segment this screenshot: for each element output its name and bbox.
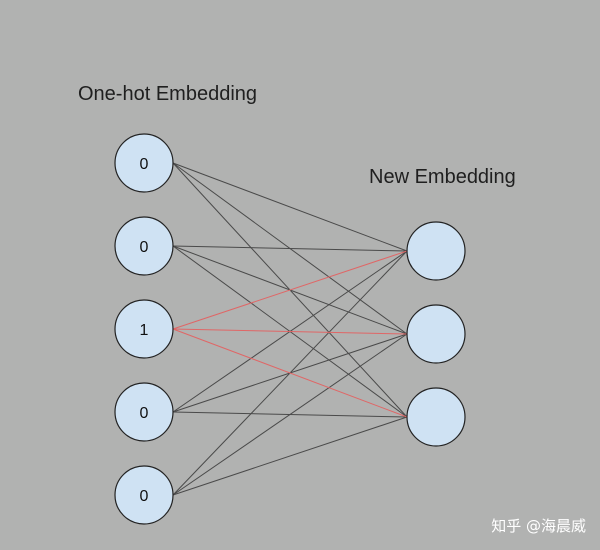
edge-4-2	[172, 416, 408, 496]
input-node-0	[114, 133, 174, 193]
output-node-1	[406, 304, 466, 364]
input-node-label-2: 1	[140, 322, 149, 339]
edge-group	[172, 162, 408, 496]
input-node-1	[114, 216, 174, 276]
active-edge-group	[172, 250, 408, 418]
input-node-label-1: 0	[140, 239, 149, 256]
edge-4-1	[172, 333, 408, 496]
input-node-4	[114, 465, 174, 525]
input-node-label-3: 0	[140, 405, 149, 422]
edge-1-0	[172, 245, 408, 252]
one-hot-embedding-title: One-hot Embedding	[78, 83, 258, 105]
input-node-label-4: 0	[140, 488, 149, 505]
input-node-label-0: 0	[140, 156, 149, 173]
output-node-2	[406, 387, 466, 447]
input-node-3	[114, 382, 174, 442]
new-embedding-title: New Embedding	[369, 166, 516, 188]
active-edge-2-2	[172, 328, 408, 418]
node-group: 0 0 1 0 0	[114, 133, 466, 525]
output-node-0	[406, 221, 466, 281]
edge-0-0	[172, 162, 408, 252]
watermark: 知乎 @海晨威	[491, 517, 586, 535]
active-edge-2-0	[172, 250, 408, 330]
input-node-2	[114, 299, 174, 359]
active-edge-2-1	[172, 328, 408, 335]
